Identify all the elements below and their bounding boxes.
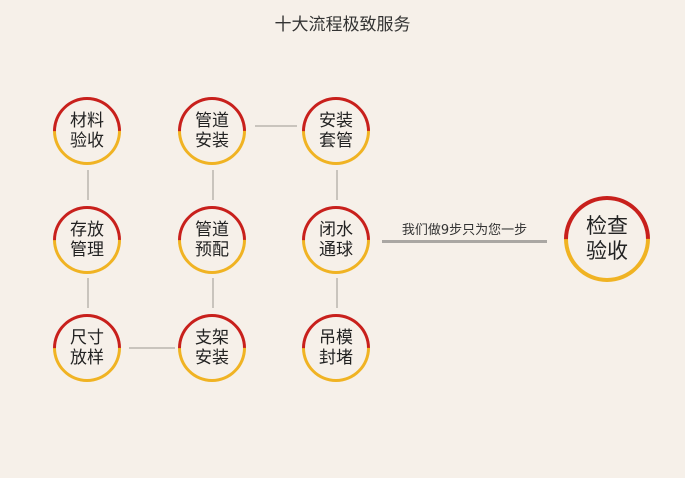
step-label: 安装 bbox=[195, 131, 229, 151]
final-step-circle: 检查验收 bbox=[546, 178, 668, 300]
step-circle: 吊模封堵 bbox=[287, 299, 385, 397]
step-circle: 管道安装 bbox=[163, 82, 261, 180]
connector bbox=[336, 278, 338, 308]
step-label: 支架 bbox=[195, 328, 229, 348]
step-circle: 管道预配 bbox=[163, 191, 261, 289]
step-label: 管道 bbox=[195, 111, 229, 131]
step-circle: 支架安装 bbox=[163, 299, 261, 397]
step-label: 管道 bbox=[195, 220, 229, 240]
step-circle: 存放管理 bbox=[38, 191, 136, 289]
motto-divider bbox=[382, 240, 547, 243]
step-label: 套管 bbox=[319, 131, 353, 151]
connector bbox=[212, 170, 214, 200]
step-label: 材料 bbox=[70, 111, 104, 131]
step-label: 尺寸 bbox=[70, 328, 104, 348]
connector bbox=[212, 278, 214, 308]
connector bbox=[87, 278, 89, 308]
step-label: 闭水 bbox=[319, 220, 353, 240]
step-circle: 闭水通球 bbox=[287, 191, 385, 289]
connector bbox=[255, 125, 297, 127]
step-label: 检查 bbox=[586, 214, 628, 238]
page-title: 十大流程极致服务 bbox=[274, 15, 411, 35]
step-circle: 尺寸放样 bbox=[38, 299, 136, 397]
step-circle: 材料验收 bbox=[38, 82, 136, 180]
step-label: 通球 bbox=[319, 240, 353, 260]
step-label: 存放 bbox=[70, 220, 104, 240]
step-label: 验收 bbox=[586, 239, 628, 263]
step-label: 安装 bbox=[195, 348, 229, 368]
step-label: 验收 bbox=[70, 131, 104, 151]
step-label: 吊模 bbox=[319, 328, 353, 348]
step-label: 安装 bbox=[319, 111, 353, 131]
connector bbox=[336, 170, 338, 200]
step-label: 预配 bbox=[195, 240, 229, 260]
connector bbox=[87, 170, 89, 200]
step-label: 管理 bbox=[70, 240, 104, 260]
connector bbox=[129, 347, 175, 349]
step-label: 封堵 bbox=[319, 348, 353, 368]
step-circle: 安装套管 bbox=[287, 82, 385, 180]
step-label: 放样 bbox=[70, 348, 104, 368]
motto-text: 我们做9步只为您一步 bbox=[401, 223, 528, 238]
